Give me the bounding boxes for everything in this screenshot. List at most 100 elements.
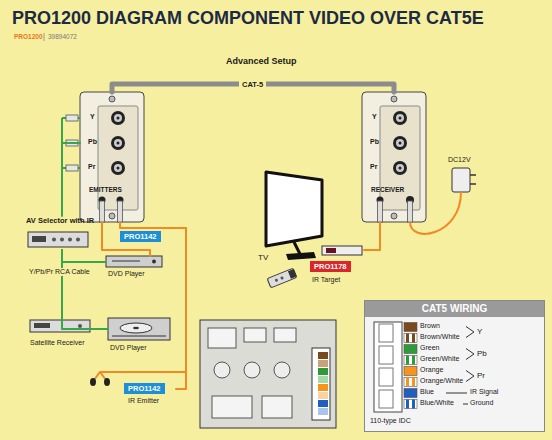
ir-cable [364, 222, 380, 250]
circuit-board [318, 352, 328, 359]
left-wall-plate [111, 161, 125, 175]
circuit-board [214, 362, 230, 378]
dvd-player [133, 327, 139, 329]
ir-emitter-head [90, 378, 96, 386]
device-box: DVD Player [106, 256, 162, 280]
wire-color: Orange/White [420, 377, 463, 385]
right-wall-plate [393, 136, 407, 150]
tv-monitor [266, 172, 322, 246]
pair-bracket [466, 371, 474, 382]
rca-plug [66, 165, 78, 171]
av-selector [28, 232, 88, 247]
block-type: 110-type IDC [370, 417, 411, 425]
circuit-board [318, 408, 328, 415]
idc-block [374, 322, 402, 412]
part-badge: PRO1142 [120, 231, 161, 242]
dvd-player [106, 256, 162, 267]
dvd-player [112, 336, 166, 337]
circuit-board [318, 376, 328, 383]
left-wall-plate [109, 96, 115, 102]
wire-color: Orange [420, 366, 443, 374]
remote-control [267, 268, 297, 288]
idc-block [379, 390, 393, 408]
left-wall-plate [117, 117, 120, 120]
ir-emitter-head [90, 378, 110, 386]
left-wall-plate [114, 164, 122, 172]
dvd-player [108, 318, 170, 340]
wire-color-swatch [412, 378, 415, 387]
dvd-player [120, 323, 152, 333]
wire-color-swatch [404, 400, 417, 409]
wire-color: Brown [420, 322, 440, 330]
circuit-board [318, 384, 328, 391]
node-label: PRO1178 [310, 261, 351, 272]
pair-bracket [446, 393, 467, 394]
remote-control [288, 269, 297, 279]
left-wall-plate [117, 167, 120, 170]
wire-color-swatch [404, 323, 417, 409]
power-adapter [410, 192, 461, 234]
av-selector [28, 232, 88, 247]
remote-control [274, 278, 278, 282]
av-selector [60, 238, 64, 242]
remote-control [267, 268, 297, 288]
circuit-board [318, 360, 328, 367]
circuit-board [318, 400, 328, 407]
right-wall-plate [393, 161, 407, 175]
rca-cable [62, 143, 80, 216]
av-selector [52, 238, 56, 242]
wire-color-swatch [412, 356, 415, 365]
ir-emitter-head [104, 378, 110, 386]
wire-color-swatch [404, 334, 417, 343]
cable-label: Y/Pb/Pr RCA Cable [28, 268, 91, 276]
device-box: DVD Player [108, 318, 172, 354]
node-caption: IR Emitter [128, 397, 159, 405]
circuit-board [244, 328, 266, 342]
right-wall-plate [396, 114, 404, 122]
setup-heading: Advanced Setup [226, 56, 297, 67]
ir-target [326, 248, 336, 253]
right-wall-plate [393, 111, 407, 125]
circuit-board [262, 396, 292, 418]
wire-color: Green [420, 344, 439, 352]
circuit-board [274, 328, 296, 342]
av-selector [32, 236, 46, 242]
node-label: PRO1142 [120, 231, 161, 242]
remote-control [280, 276, 284, 280]
jack-label: Pr [370, 163, 377, 171]
product-code: PRO1200 [14, 33, 43, 41]
left-wall-plate [111, 111, 125, 125]
jack-label: Pr [88, 163, 95, 171]
tv-box: TV [252, 165, 328, 265]
right-wall-plate [399, 117, 402, 120]
part-badge: PRO1142IR Emitter [124, 383, 176, 409]
node-label: CAT5 WIRING [365, 301, 544, 317]
tv-monitor [266, 172, 322, 260]
left-wall-plate [100, 201, 105, 222]
cable-label: CAT-5 [239, 80, 266, 89]
av-selector [76, 238, 80, 242]
wire-color-swatch [404, 378, 417, 387]
node-label: RECEIVER [371, 186, 404, 194]
right-wall-plate [378, 201, 383, 222]
jack-label: Y [372, 113, 377, 121]
node-label: DVD Player [110, 344, 147, 352]
wire-color: Blue [420, 388, 434, 396]
wire-color-swatch [404, 345, 417, 354]
jack-label: Pb [88, 138, 97, 146]
wire-color: Green/White [420, 355, 459, 363]
wire-color-swatch [406, 378, 409, 387]
wire-color-swatch [404, 323, 417, 332]
right-wall-plate [399, 167, 402, 170]
separator-bar [44, 33, 45, 41]
tv-monitor [286, 252, 316, 260]
tv-monitor [294, 242, 300, 254]
right-wall-plate [362, 92, 426, 222]
satellite-receiver [30, 320, 90, 332]
idc-block [379, 346, 393, 364]
signal-name: IR Signal [470, 388, 498, 396]
circuit-board [318, 392, 328, 399]
node-label: Satellite Receiver [30, 339, 84, 347]
signal-name: Y [477, 327, 482, 337]
idc-block [379, 324, 393, 342]
